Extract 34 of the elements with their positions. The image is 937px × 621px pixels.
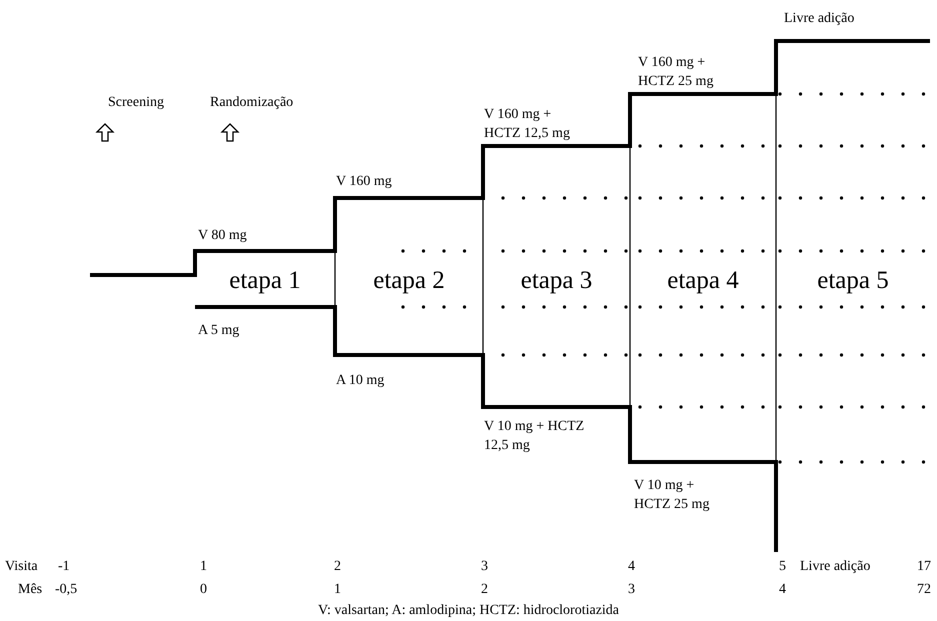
dose-label: V 160 mg + HCTZ 12,5 mg (484, 106, 571, 143)
axis-value: 4 (628, 558, 635, 576)
axis-value: Livre adição (800, 558, 870, 576)
stage-label: etapa 1 (229, 267, 301, 295)
axis-title: Visita (5, 558, 38, 576)
axis-value: -0,5 (55, 581, 78, 599)
axis-value: 17 (917, 558, 931, 576)
axis-value: 1 (200, 558, 207, 576)
axis-title: Mês (18, 581, 42, 599)
dose-label: V 160 mg (336, 173, 392, 191)
stage-label: etapa 4 (667, 267, 739, 295)
axis-value: -1 (58, 558, 70, 576)
axis-value: 3 (628, 581, 635, 599)
dose-label: V 80 mg (198, 227, 247, 245)
stage-label: etapa 5 (817, 267, 889, 295)
axis-value: 2 (481, 581, 488, 599)
caption: V: valsartan; A: amlodipina; HCTZ: hidroclorotiazida (316, 603, 620, 619)
dose-label: V 160 mg + HCTZ 25 mg (638, 54, 714, 91)
stage-label: etapa 3 (520, 267, 592, 295)
timepoint-label: Randomização (210, 94, 294, 112)
timepoint-label: Screening (108, 94, 164, 112)
dose-label: V 10 mg + HCTZ 25 mg (634, 477, 710, 514)
stage-label: etapa 2 (373, 267, 445, 295)
axis-value: 1 (334, 581, 341, 599)
axis-value: 72 (917, 581, 931, 599)
axis-value: 3 (481, 558, 488, 576)
dose-label: A 5 mg (198, 322, 240, 340)
axis-value: 0 (200, 581, 207, 599)
dose-label: Livre adição (784, 10, 854, 28)
dose-label: V 10 mg + HCTZ 12,5 mg (484, 418, 586, 455)
axis-value: 4 (779, 581, 786, 599)
dose-label: A 10 mg (336, 372, 384, 390)
axis-value: 5 (779, 558, 786, 576)
axis-value: 2 (334, 558, 341, 576)
